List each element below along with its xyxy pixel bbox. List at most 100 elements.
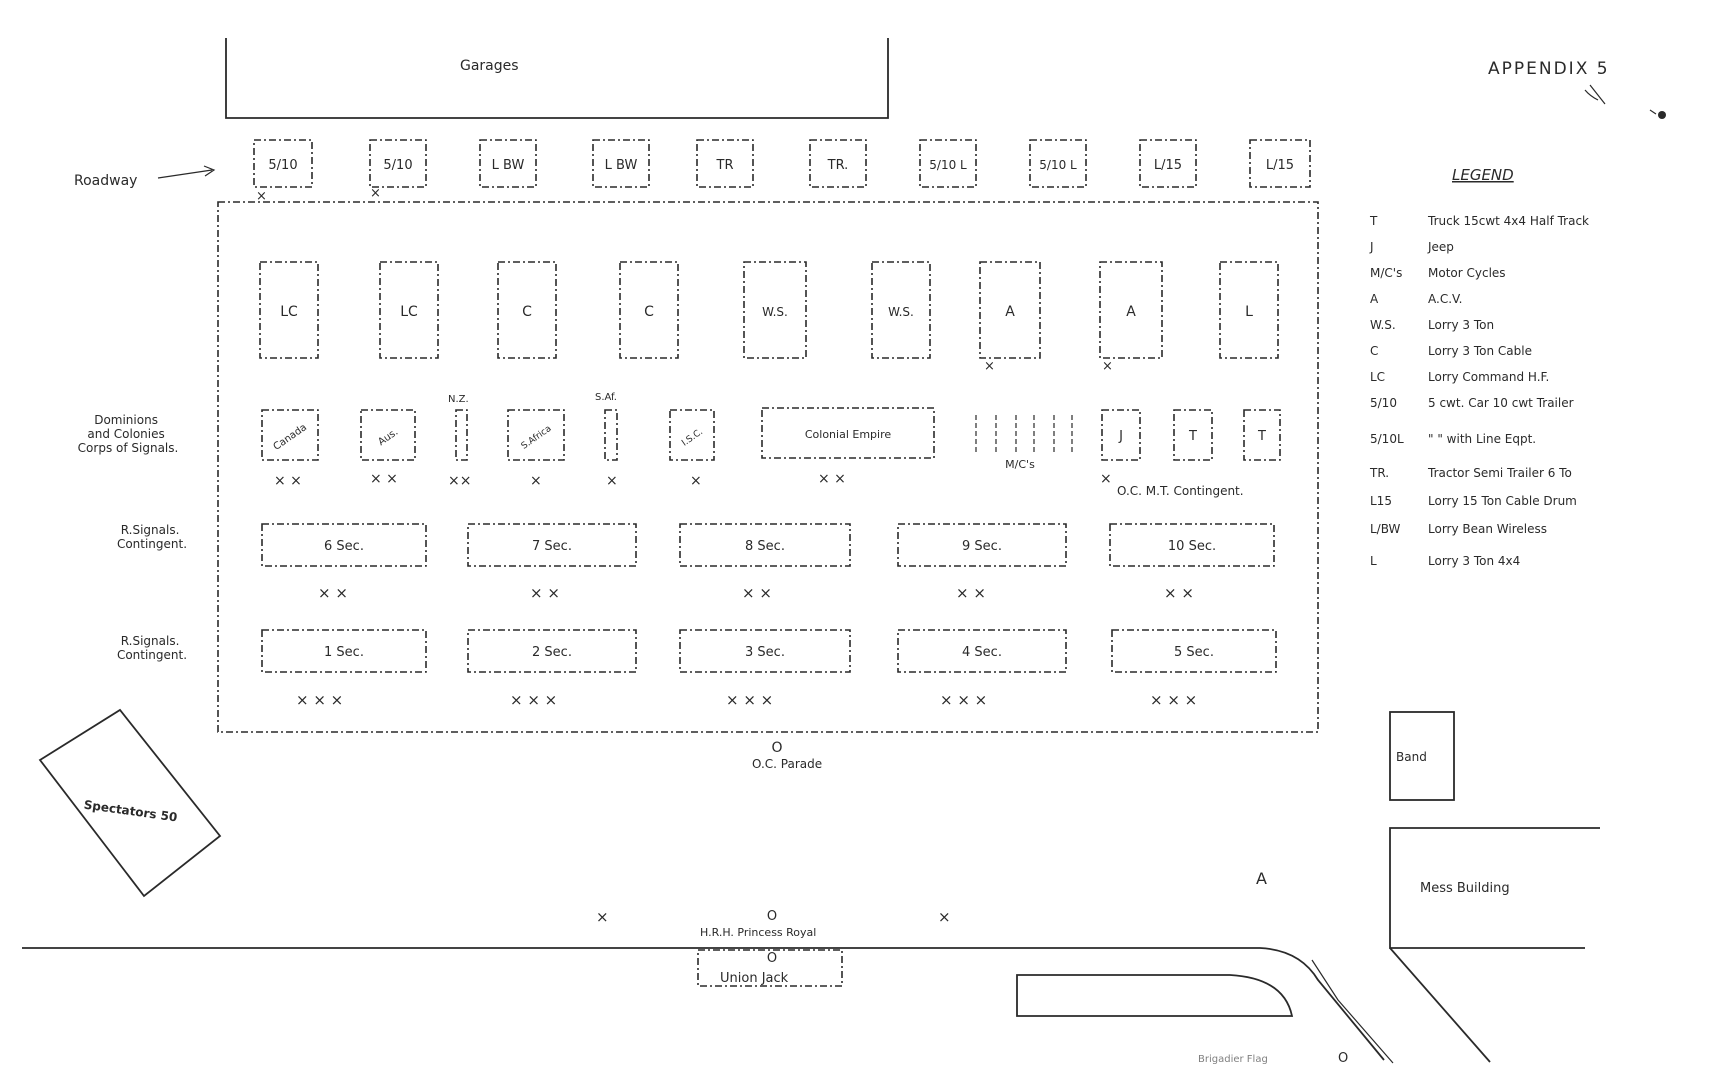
legend-code: T — [1369, 214, 1378, 228]
contingent-a-heading: R.Signals. Contingent. — [117, 523, 187, 551]
contingent-box-sa — [507, 409, 565, 461]
vehicle-box — [259, 261, 319, 359]
section-label: 10 Sec. — [1168, 539, 1216, 554]
legend-code: J — [1369, 240, 1374, 254]
vehicle-box — [1219, 261, 1279, 359]
section-label: 8 Sec. — [745, 539, 785, 554]
contingent-label: S.Africa — [520, 424, 554, 452]
vehicle-label: LC — [400, 304, 418, 320]
vehicle-label: W.S. — [888, 305, 914, 319]
vehicle-label: 5/10 — [268, 158, 297, 173]
contingent-b-row: 1 Sec. 2 Sec. 3 Sec. 4 Sec. 5 Sec. — [261, 629, 1277, 673]
legend-desc: Truck 15cwt 4x4 Half Track — [1427, 214, 1589, 228]
svg-text:× × ×: × × × — [1150, 691, 1197, 709]
svg-text:× ×: × × — [530, 584, 560, 602]
section-box — [1111, 629, 1277, 673]
section-label: 5 Sec. — [1174, 645, 1214, 660]
oc-parade-marker: O — [771, 740, 782, 756]
vehicle-label: L BW — [492, 158, 525, 173]
dominions-markers: × ×× ××× ××× × ×× — [274, 471, 1112, 489]
section-label: 1 Sec. — [324, 645, 364, 660]
position-marker: × — [938, 908, 951, 926]
vehicle-box — [497, 261, 557, 359]
vehicle-label: A — [1126, 304, 1136, 320]
section-label: 3 Sec. — [745, 645, 785, 660]
motorcycle-label: M/C's — [1005, 458, 1035, 471]
contingent-box-nz — [455, 409, 468, 461]
section-label: 6 Sec. — [324, 539, 364, 554]
vehicle-label: L/15 — [1266, 158, 1294, 173]
vehicle-label: J — [1118, 429, 1123, 444]
section-box — [261, 523, 427, 567]
vehicle-label: L — [1245, 304, 1253, 320]
vehicle-box — [369, 139, 427, 188]
legend-code: C — [1370, 344, 1378, 358]
brigadier-flag-marker: O — [1338, 1051, 1348, 1066]
legend-desc: Lorry 3 Ton Cable — [1428, 344, 1532, 358]
contingent-box-saf — [604, 409, 618, 461]
legend-desc: Tractor Semi Trailer 6 To — [1427, 466, 1572, 480]
road-vehicle-row: 5/10 5/10 L BW L BW TR TR. 5/10 L 5/10 L… — [253, 139, 1311, 188]
position-marker: × — [370, 186, 381, 201]
vehicle-label: TR — [716, 158, 734, 173]
legend-desc: 5 cwt. Car 10 cwt Trailer — [1428, 396, 1574, 410]
legend-desc: Jeep — [1427, 240, 1454, 254]
vehicle-box — [379, 261, 439, 359]
band-area — [1389, 711, 1455, 801]
contingent-box-isc — [669, 409, 715, 461]
vehicle-label: T — [1257, 429, 1266, 444]
position-marker: × — [256, 189, 267, 204]
vehicle-box — [979, 261, 1041, 359]
side-road — [1389, 947, 1491, 1063]
vehicle-label: 5/10 — [383, 158, 412, 173]
svg-text:× ×: × × — [1164, 584, 1194, 602]
large-vehicle-row: LC LC C C W.S. W.S. A A L — [259, 261, 1279, 359]
dominions-heading: Dominions and Colonies Corps of Signals. — [78, 413, 179, 455]
svg-text:× × ×: × × × — [940, 691, 987, 709]
svg-text:× × ×: × × × — [510, 691, 557, 709]
svg-text:×: × — [690, 473, 702, 489]
contingent-a-row: 6 Sec. 7 Sec. 8 Sec. 9 Sec. 10 Sec. — [261, 523, 1275, 567]
garages-outline — [225, 38, 889, 119]
section-label: 2 Sec. — [532, 645, 572, 660]
contingent-a-markers: × ×× ×× × × ×× × — [318, 584, 1194, 602]
svg-text:×: × — [1100, 471, 1112, 487]
legend-desc: Lorry Command H.F. — [1428, 370, 1549, 384]
vehicle-box — [743, 261, 807, 359]
vehicle-box-truck — [1243, 409, 1281, 461]
union-jack-label: Union Jack — [720, 971, 789, 986]
parade-ground — [217, 201, 1319, 733]
flag-marker: O — [767, 951, 777, 966]
svg-text:× ×: × × — [818, 471, 846, 487]
vehicle-label: L/15 — [1154, 158, 1182, 173]
vehicle-label: 5/10 L — [929, 158, 967, 172]
band-label: Band — [1396, 750, 1427, 764]
svg-text:×: × — [530, 473, 542, 489]
svg-text:× ×: × × — [318, 584, 348, 602]
vehicle-label: TR. — [827, 158, 849, 173]
vehicle-label: A — [1005, 304, 1015, 320]
nz-label: N.Z. — [448, 394, 469, 405]
section-label: 7 Sec. — [532, 539, 572, 554]
roadway-label: Roadway — [74, 173, 137, 189]
roadway-arrow — [157, 169, 213, 179]
main-road — [22, 947, 1385, 1061]
vehicle-box — [696, 139, 754, 188]
dominions-row: Canada Aus. S.Africa I.S.C. Colonial Emp… — [261, 407, 1281, 471]
vehicle-box — [253, 139, 313, 188]
position-marker: × — [596, 908, 609, 926]
sa-label: S.Af. — [595, 392, 617, 403]
svg-text:×: × — [606, 473, 618, 489]
position-marker: × — [984, 359, 995, 374]
legend-code: 5/10L — [1370, 432, 1404, 446]
vehicle-box — [619, 261, 679, 359]
motorcycle-stands — [975, 415, 1073, 455]
svg-text:× ×: × × — [370, 471, 398, 487]
brigadier-flag-label: Brigadier Flag — [1198, 1054, 1268, 1065]
section-box — [679, 523, 851, 567]
section-box — [1109, 523, 1275, 567]
roadway-arrowhead — [203, 165, 216, 177]
contingent-label: I.S.C. — [680, 427, 705, 449]
svg-text:××: ×× — [448, 473, 471, 489]
legend-desc: Motor Cycles — [1428, 266, 1506, 280]
